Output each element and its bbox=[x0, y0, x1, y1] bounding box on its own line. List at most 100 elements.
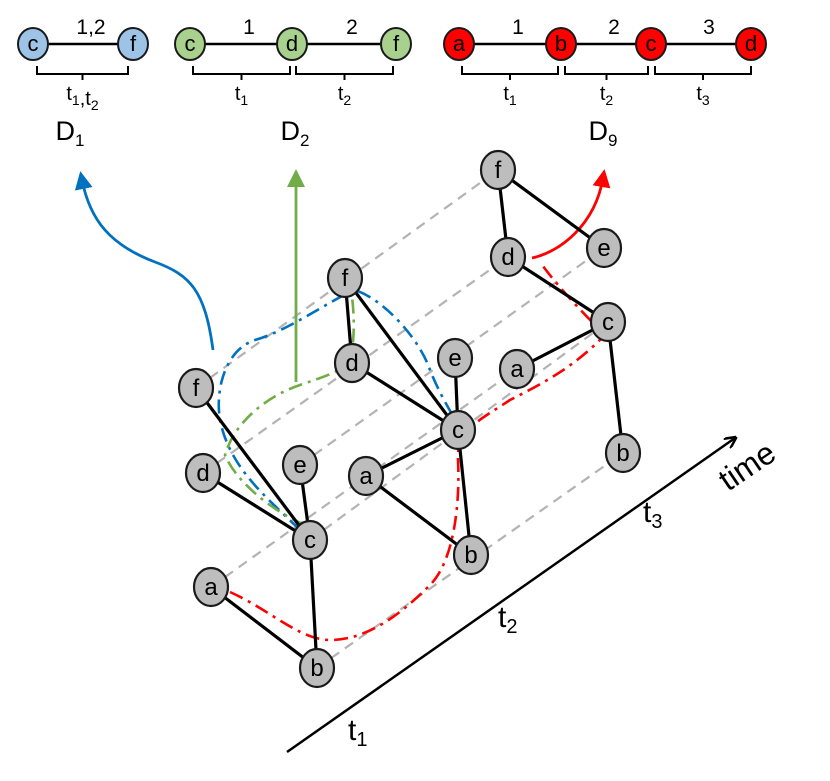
motif-node-circle bbox=[545, 27, 577, 61]
node-t2-e: e bbox=[436, 337, 474, 379]
bracket-label: t2 bbox=[600, 83, 614, 108]
node-circle bbox=[291, 519, 329, 561]
motif-node-d: d bbox=[276, 27, 308, 61]
node-t2-d: d bbox=[333, 342, 371, 384]
bracket-label: t1 bbox=[235, 83, 249, 108]
motif-edge-label: 3 bbox=[703, 16, 715, 39]
node-label: d bbox=[345, 350, 358, 377]
node-t2-b: b bbox=[452, 534, 490, 576]
bracket-label: t1 bbox=[503, 83, 517, 108]
bracket-line bbox=[461, 66, 559, 75]
time-tick-1: t1 bbox=[348, 714, 367, 751]
svg-text:t2: t2 bbox=[498, 601, 517, 638]
node-label: f bbox=[342, 265, 349, 292]
motif-edge-label: 2 bbox=[346, 16, 358, 39]
bracket-line bbox=[295, 66, 394, 75]
motif-node-circle bbox=[17, 27, 49, 61]
dashed-line-f bbox=[195, 169, 499, 389]
motif-node-a: a bbox=[443, 27, 475, 61]
motif-node-label: a bbox=[453, 31, 466, 56]
motif-title: D2 bbox=[281, 116, 310, 150]
blue-motif-path bbox=[217, 288, 457, 531]
node-label: f bbox=[193, 375, 200, 402]
motif-node-b: b bbox=[545, 27, 577, 61]
node-label: c bbox=[452, 417, 464, 444]
node-circle bbox=[589, 301, 627, 343]
node-t1-f: f bbox=[177, 367, 215, 409]
dashed-line-d bbox=[202, 256, 509, 474]
node-circle bbox=[604, 432, 642, 474]
bracket-label: t2 bbox=[338, 83, 352, 108]
node-label: d bbox=[196, 460, 209, 487]
node-t3-c: c bbox=[589, 301, 627, 343]
bracket-line bbox=[564, 66, 649, 75]
motif-node-circle bbox=[735, 27, 767, 61]
node-circle bbox=[489, 236, 527, 278]
motif-node-c: c bbox=[17, 27, 49, 61]
motif-node-label: b bbox=[555, 31, 567, 56]
node-label: f bbox=[495, 157, 502, 184]
blue-arrow bbox=[74, 171, 215, 351]
green-motif-path bbox=[223, 284, 356, 527]
node-t1-a: a bbox=[192, 566, 230, 608]
motif-node-label: d bbox=[745, 31, 757, 56]
node-circle bbox=[436, 337, 474, 379]
motif-node-label: c bbox=[185, 31, 196, 56]
node-label: b bbox=[616, 440, 629, 467]
motif-node-f: f bbox=[380, 27, 412, 61]
dashed-line-c bbox=[309, 321, 609, 541]
node-circle bbox=[585, 227, 623, 269]
motif-title: D9 bbox=[589, 116, 618, 150]
motif-node-f: f bbox=[117, 27, 149, 61]
node-circle bbox=[498, 348, 536, 390]
motif-node-label: c bbox=[28, 31, 39, 56]
motif-node-circle bbox=[380, 27, 412, 61]
motif-node-circle bbox=[174, 27, 206, 61]
time-tick-3: t3 bbox=[643, 496, 662, 533]
node-circle bbox=[326, 257, 364, 299]
motif-bracket: t1 bbox=[461, 66, 559, 108]
node-label: c bbox=[602, 309, 614, 336]
motif-title: D1 bbox=[56, 116, 85, 150]
edge-t1-f-c bbox=[194, 387, 312, 541]
edge-t3-c-b bbox=[606, 321, 625, 454]
edge-t2-f-c bbox=[343, 277, 460, 431]
edge-t2-c-b bbox=[456, 429, 473, 556]
motif-node-label: f bbox=[393, 31, 400, 56]
motif-bracket: t2 bbox=[564, 66, 649, 108]
node-label: c bbox=[304, 527, 316, 554]
node-label: a bbox=[359, 463, 373, 490]
node-t1-d: d bbox=[184, 452, 222, 494]
motif-node-d: d bbox=[735, 27, 767, 61]
bracket-line bbox=[192, 66, 291, 75]
dashed-line-b bbox=[316, 452, 624, 669]
node-circle bbox=[298, 647, 336, 689]
node-circle bbox=[479, 149, 517, 191]
node-label: a bbox=[204, 574, 218, 601]
node-circle bbox=[439, 409, 477, 451]
motif-bracket: t1 bbox=[192, 66, 291, 108]
node-t3-f: f bbox=[479, 149, 517, 191]
dashed-line-e bbox=[299, 247, 605, 466]
node-circle bbox=[281, 444, 319, 486]
node-label: b bbox=[464, 542, 477, 569]
edge-t1-c-b bbox=[308, 539, 319, 669]
edge-t2-d-c bbox=[351, 361, 459, 432]
svg-text:t3: t3 bbox=[643, 496, 662, 533]
time-axis-label: time bbox=[712, 434, 782, 498]
node-circle bbox=[177, 367, 215, 409]
node-circle bbox=[347, 455, 385, 497]
motif-bracket: t2 bbox=[295, 66, 394, 108]
node-label: e bbox=[597, 235, 610, 262]
node-t3-a: a bbox=[498, 348, 536, 390]
node-t1-e: e bbox=[281, 444, 319, 486]
node-t1-b: b bbox=[298, 647, 336, 689]
time-axis bbox=[286, 438, 735, 754]
node-t3-b: b bbox=[604, 432, 642, 474]
node-circle bbox=[333, 342, 371, 384]
motif-node-label: d bbox=[286, 31, 298, 56]
time-tick-2: t2 bbox=[498, 601, 517, 638]
motif-edge-label: 1 bbox=[512, 16, 524, 39]
